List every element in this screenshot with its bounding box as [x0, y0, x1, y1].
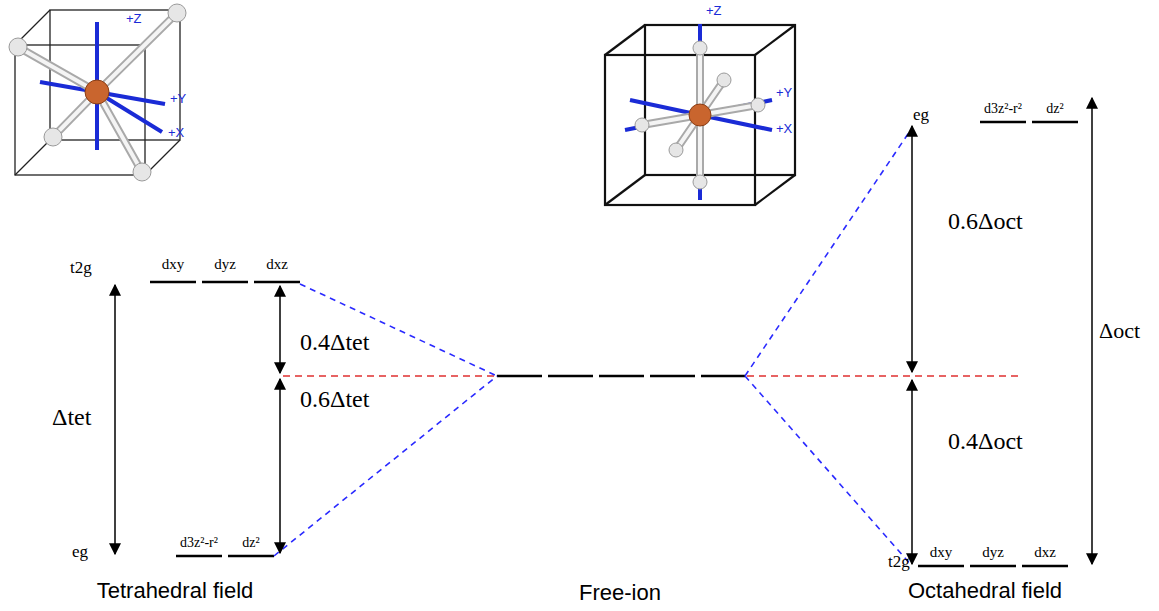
field-title: Tetrahedral field: [97, 578, 254, 603]
field-title: Octahedral field: [908, 578, 1062, 603]
barycenter-line: [283, 375, 1020, 377]
level-label: eg: [72, 542, 88, 562]
axis-label: +X: [168, 126, 184, 141]
level-label: eg: [913, 105, 929, 125]
level-label: t2g: [70, 258, 92, 278]
splitting-label: 0.4Δtet: [300, 329, 369, 357]
orbital-label: dyz: [214, 256, 236, 273]
orbital-label: dz²: [242, 535, 259, 551]
splitting-label: 0.6Δoct: [948, 208, 1023, 236]
axis-label: +Y: [776, 86, 792, 101]
axis-label: +Y: [170, 92, 186, 107]
field-title: Free-ion: [579, 580, 661, 605]
splitting-label: Δtet: [52, 404, 91, 432]
splitting-arrows: [115, 98, 1092, 564]
orbital-label: dxy: [162, 256, 185, 273]
orbital-label: dxy: [930, 544, 953, 561]
orbital-label: d3z²-r²: [984, 101, 1022, 117]
orbital-label: dyz: [982, 544, 1004, 561]
tetrahedral-molecule: [9, 4, 186, 181]
orbital-label: d3z²-r²: [180, 535, 218, 551]
correlation-lines: [274, 128, 912, 566]
axis-label: +Z: [126, 12, 142, 27]
orbital-label: dxz: [266, 256, 288, 273]
orbital-label: dxz: [1034, 544, 1056, 561]
energy-levels: [150, 122, 1078, 566]
splitting-label: 0.4Δoct: [948, 428, 1023, 456]
level-label: t2g: [888, 552, 910, 572]
splitting-label: 0.6Δtet: [300, 386, 369, 414]
splitting-label: Δoct: [1099, 318, 1140, 343]
axis-label: +X: [776, 122, 792, 137]
axis-label: +Z: [706, 4, 722, 19]
octahedral-molecule: [605, 24, 795, 205]
orbital-label: dz²: [1046, 101, 1063, 117]
